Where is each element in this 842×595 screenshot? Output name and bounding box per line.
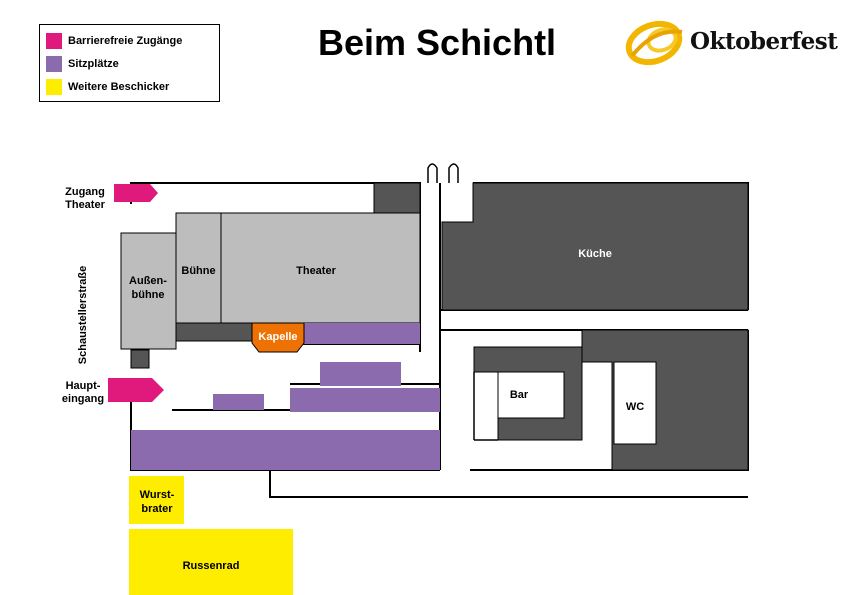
page-title: Beim Schichtl	[318, 22, 557, 63]
label-wurstbrater: Wurst- brater	[139, 489, 175, 515]
logo-text: Oktoberfest	[690, 28, 838, 55]
area-wc	[613, 361, 657, 445]
seating-upper	[320, 362, 401, 386]
legend-item-barrierefrei: Barrierefreie Zugänge	[46, 33, 182, 49]
legend-swatch-pink	[46, 33, 62, 49]
pretzel-logo-icon	[625, 20, 683, 66]
legend-swatch-yellow	[46, 79, 62, 95]
dark-block-top	[373, 182, 421, 214]
area-kapelle	[251, 322, 305, 353]
label-aussenbuehne: Außen- bühne	[129, 275, 167, 301]
area-bar	[497, 371, 565, 419]
seating-under-theater	[304, 323, 420, 344]
area-wurstbrater	[129, 476, 184, 524]
legend-swatch-purple	[46, 56, 62, 72]
label-russenrad: Russenrad	[182, 560, 240, 572]
area-aussenbuehne	[120, 232, 177, 350]
legend-label: Barrierefreie Zugänge	[68, 35, 183, 47]
area-buehne	[175, 212, 222, 324]
legend-item-beschicker: Weitere Beschicker	[46, 79, 169, 95]
label-wc: WC	[625, 401, 645, 413]
label-theater: Theater	[296, 265, 336, 277]
legend-label: Weitere Beschicker	[68, 81, 170, 93]
area-theater	[220, 212, 421, 324]
area-kueche	[441, 182, 749, 311]
label-kapelle: Kapelle	[258, 331, 298, 343]
label-haupteingang: Haupt- eingang	[61, 380, 105, 405]
legend-label: Sitzplätze	[68, 58, 119, 70]
area-russenrad	[129, 529, 293, 595]
seating-small	[213, 394, 264, 410]
seating-bottom	[131, 430, 440, 470]
dark-strip	[175, 322, 253, 342]
legend-item-sitzplaetze: Sitzplätze	[46, 56, 119, 72]
dark-block-small	[130, 349, 150, 369]
oktoberfest-logo: Oktoberfest	[624, 18, 838, 66]
legend: Barrierefreie Zugänge Sitzplätze Weitere…	[39, 24, 220, 102]
label-zugang-theater: Zugang Theater	[65, 186, 105, 211]
seating-middle	[290, 388, 440, 412]
entrance-arrow-theater-icon	[114, 184, 158, 202]
area-dark-right	[581, 329, 749, 471]
label-bar: Bar	[509, 389, 529, 401]
entrance-arrow-main-icon	[108, 378, 164, 402]
door-icon	[427, 163, 459, 183]
label-buehne: Bühne	[181, 265, 216, 277]
label-kueche: Küche	[578, 248, 612, 260]
